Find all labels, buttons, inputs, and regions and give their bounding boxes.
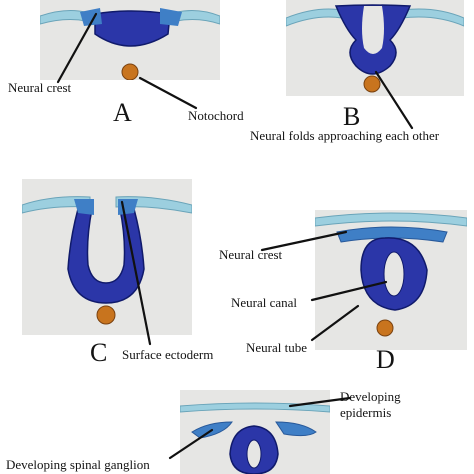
surface-ectoderm-b-right [401,8,464,27]
panel-a-drawing [40,8,220,80]
panel-letter-a: A [113,98,132,127]
panel-d [315,210,467,350]
neural-groove-b [362,6,384,54]
ganglion-right-e [275,421,317,437]
neural-crest-right-a [160,8,182,26]
label-neural-folds-b: Neural folds approaching each other [250,128,440,143]
ganglion-left-e [191,421,233,439]
notochord-d [376,319,394,337]
neural-crest-band-d [336,226,448,243]
label-neural-crest-a: Neural crest [8,80,72,95]
panel-b [286,0,464,96]
panel-c-drawing [22,196,192,325]
panel-a [40,0,220,80]
notochord-c [96,305,116,325]
neural-canal-e [246,439,262,469]
label-developing-spinal-ganglion-e: Developing spinal ganglion [6,457,150,472]
label-neural-crest-d: Neural crest [219,247,283,262]
surface-ectoderm-e [180,402,330,413]
panel-d-drawing [315,212,467,337]
panel-b-drawing [286,4,464,93]
label-developing-epidermis-text: Developing epidermis [340,389,401,421]
neural-crest-left-c [74,199,94,215]
notochord-b [363,75,381,93]
label-neural-tube-d: Neural tube [246,340,308,355]
panel-e [180,390,330,474]
label-surface-ectoderm-c: Surface ectoderm [122,347,214,362]
label-neural-canal-d: Neural canal [231,295,298,310]
surface-ectoderm-b [286,8,343,27]
panel-letter-b: B [343,102,361,131]
label-developing-epidermis-e: Developing epidermis [340,389,420,422]
neural-crest-left-a [80,8,102,26]
label-notochord-a: Notochord [188,108,244,123]
panel-e-drawing [180,402,330,474]
surface-ectoderm-d [315,212,467,227]
neural-canal-d [383,251,405,297]
neural-plate-a [94,10,171,47]
notochord-a [121,63,139,80]
panel-letter-c: C [90,338,108,367]
neural-fold-c [67,208,145,304]
panel-c [22,179,192,335]
leader-notochord-a [138,76,198,110]
panel-letter-d: D [376,345,395,374]
